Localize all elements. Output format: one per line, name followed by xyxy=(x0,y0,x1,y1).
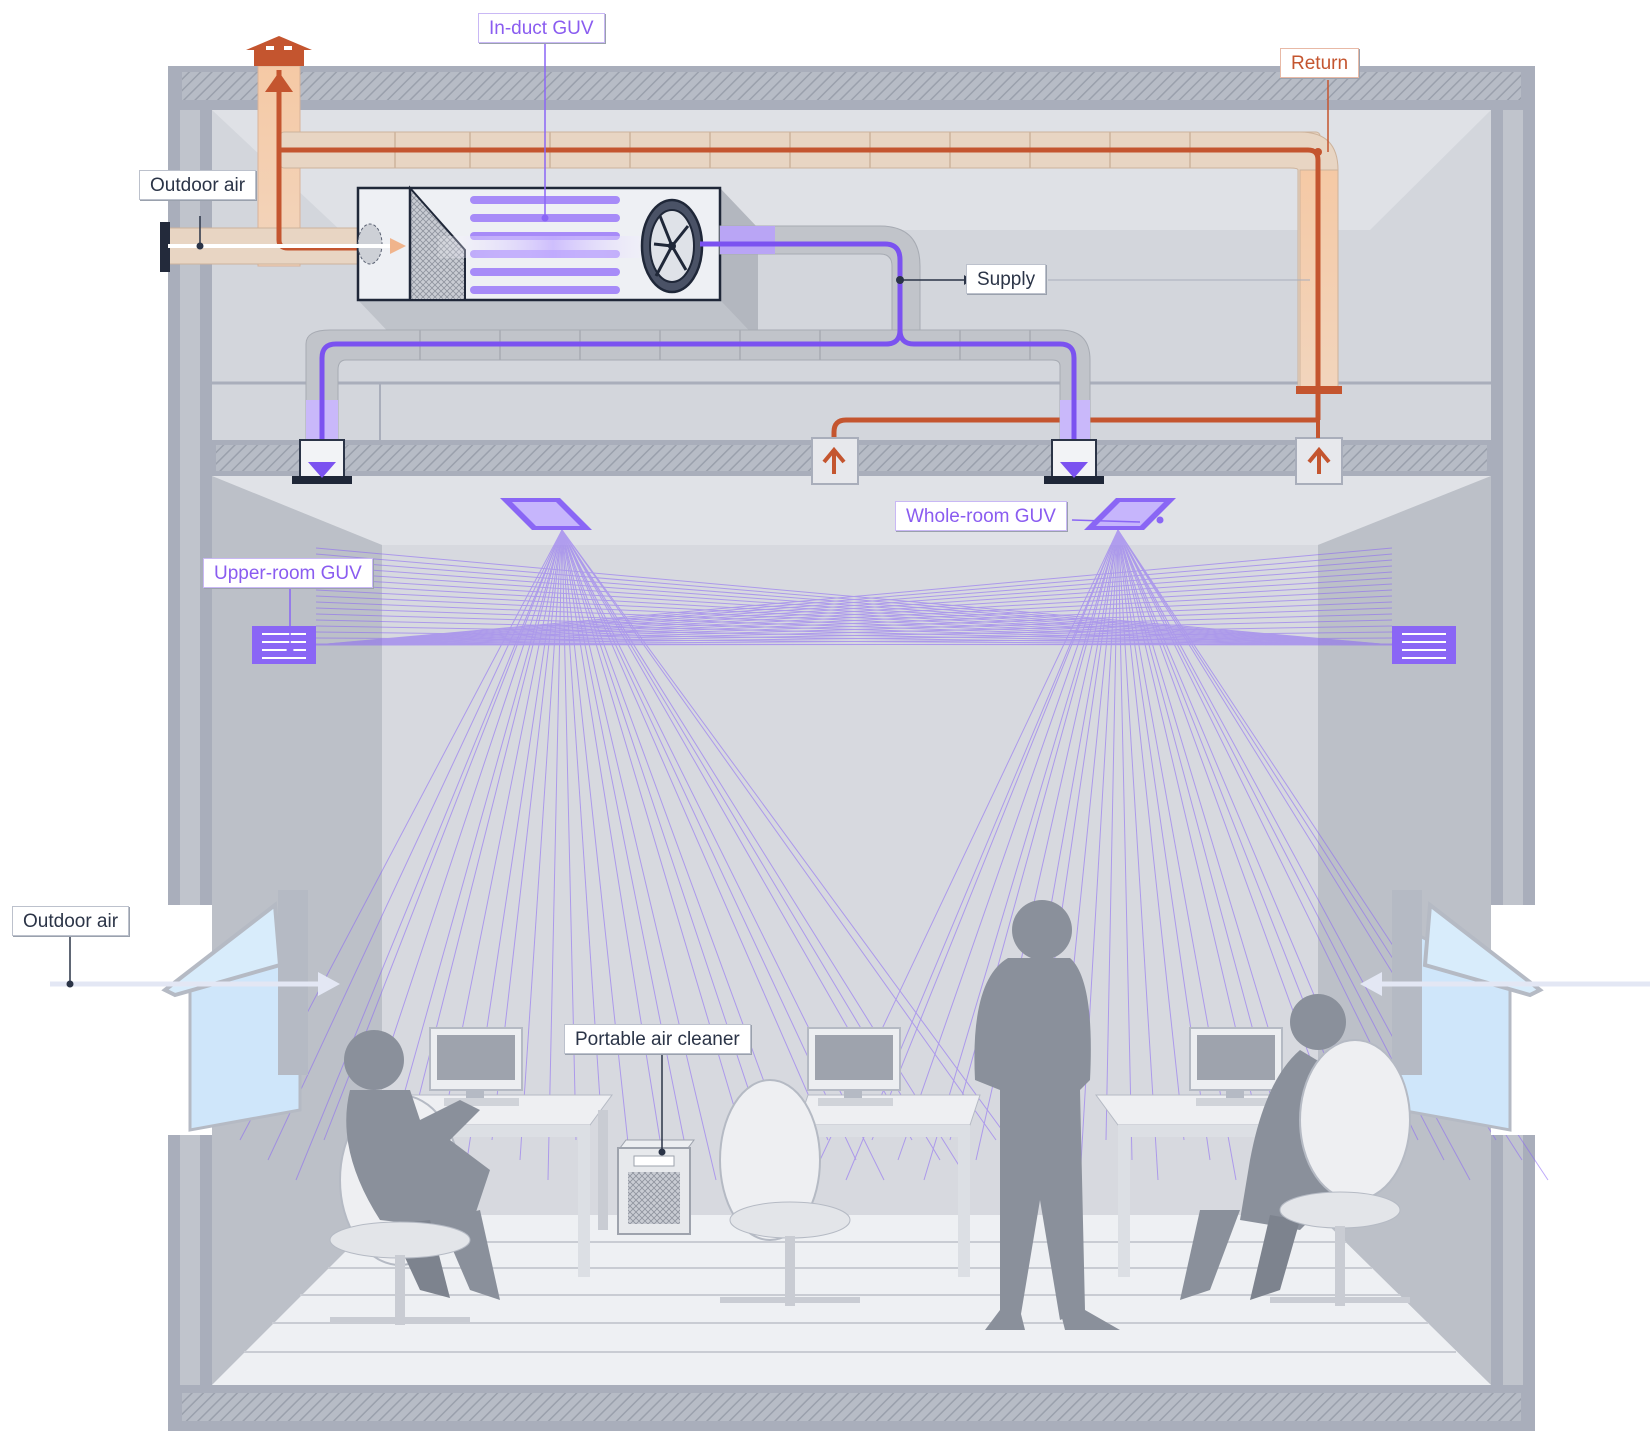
uv-beam xyxy=(1117,529,1419,1141)
uv-lamp-icon xyxy=(438,196,668,294)
return-duct xyxy=(160,36,1342,472)
arrow-icon xyxy=(390,238,406,254)
uv-beam xyxy=(315,553,1393,646)
uv-beam xyxy=(315,631,1393,646)
arrow-icon xyxy=(1060,462,1088,478)
upper-room-guv-fixture-right xyxy=(1392,626,1456,664)
uv-beam xyxy=(315,577,1393,646)
window-right xyxy=(1360,890,1650,1135)
leader-lines xyxy=(66,44,1329,1156)
window-left xyxy=(50,890,340,1135)
uv-beam xyxy=(315,619,1393,646)
uv-beam xyxy=(315,625,1393,646)
fan-icon xyxy=(640,198,704,294)
arrow-icon xyxy=(308,462,336,478)
uv-beam xyxy=(315,595,1393,646)
uv-beam xyxy=(561,529,1025,1161)
uv-beam xyxy=(315,607,1393,646)
uv-beam xyxy=(315,571,1393,646)
arrow-icon xyxy=(1360,972,1382,996)
label-portable-air-cleaner: Portable air cleaner xyxy=(564,1024,751,1054)
uv-beam xyxy=(897,529,1119,1161)
uv-beam xyxy=(315,547,1393,646)
portable-air-cleaner xyxy=(617,1139,695,1235)
uv-beam xyxy=(315,583,1393,646)
person-seated-middle-chair xyxy=(719,1079,860,1306)
whole-room-guv-fixture-left xyxy=(500,498,592,530)
person-seated-right xyxy=(1180,994,1411,1306)
label-supply: Supply xyxy=(966,264,1047,294)
label-outdoor-air-window: Outdoor air xyxy=(12,906,130,936)
uv-beam xyxy=(561,529,633,1181)
uv-beam xyxy=(315,565,1393,646)
uv-beam xyxy=(315,613,1393,646)
label-return: Return xyxy=(1280,48,1360,78)
person-seated-left xyxy=(329,1030,500,1325)
label-whole-room-guv: Whole-room GUV xyxy=(895,501,1067,531)
arrow-icon xyxy=(318,972,340,996)
uv-beam xyxy=(315,643,1393,646)
uv-beam xyxy=(1105,529,1119,1141)
uv-beam xyxy=(315,637,1393,646)
filter-icon xyxy=(408,185,466,301)
upper-room-guv-fixture-left xyxy=(252,626,316,664)
label-upper-room-guv: Upper-room GUV xyxy=(203,558,373,588)
person-standing xyxy=(974,900,1120,1330)
label-in-duct-guv: In-duct GUV xyxy=(478,13,605,43)
uv-beam xyxy=(315,601,1393,646)
uv-beam xyxy=(315,559,1393,646)
whole-room-guv-fixture-right xyxy=(1084,498,1176,530)
arrow-icon xyxy=(265,72,293,92)
desk-right xyxy=(1095,1027,1283,1277)
desk-middle xyxy=(797,1027,981,1277)
supply-duct xyxy=(292,225,1343,485)
uv-beam xyxy=(315,589,1393,646)
label-outdoor-air-top: Outdoor air xyxy=(139,170,257,200)
